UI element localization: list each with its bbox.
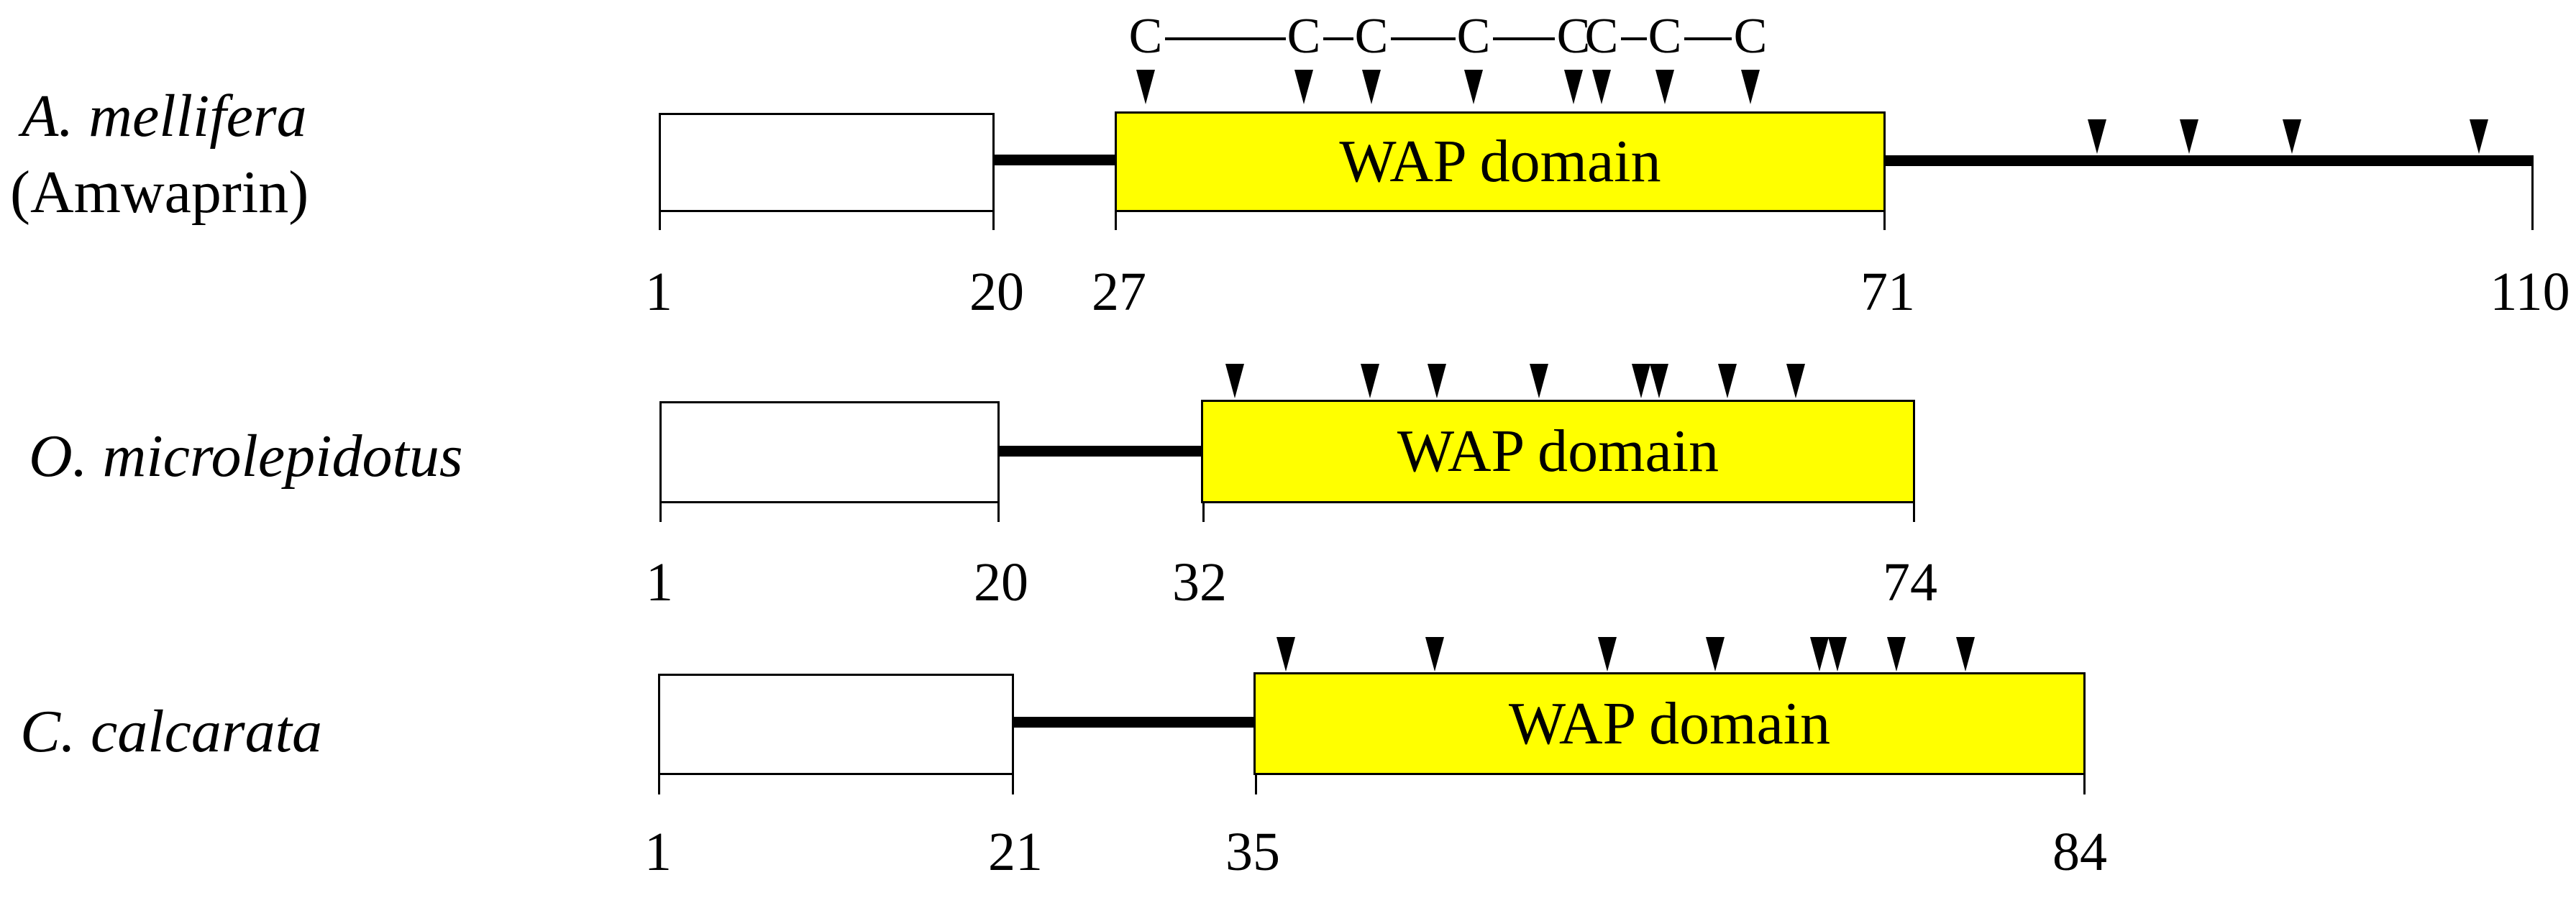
cysteine-arrow-icon — [1564, 70, 1583, 104]
cysteine-letter: C — [1354, 9, 1389, 64]
cysteine-arrow-icon — [2088, 119, 2106, 154]
position-label: 110 — [2490, 262, 2570, 322]
cysteine-arrow-icon — [1887, 637, 1906, 672]
cysteine-arrow-icon — [2180, 119, 2198, 154]
species-label: O. microlepidotus — [29, 423, 463, 490]
cysteine-arrow-icon — [1655, 70, 1674, 104]
position-label: 1 — [646, 552, 673, 613]
cysteine-arrow-icon — [1786, 364, 1805, 398]
cysteine-arrow-icon — [1294, 70, 1313, 104]
position-tick — [997, 503, 1000, 522]
wap-domain-box: WAP domain — [1253, 672, 2086, 775]
cysteine-arrow-icon — [1530, 364, 1548, 398]
linker-line — [1014, 717, 1253, 728]
wap-domain-label: WAP domain — [1339, 128, 1661, 195]
signal-peptide-box — [659, 113, 995, 212]
cysteine-letter: C — [1648, 9, 1682, 64]
position-label: 20 — [969, 262, 1024, 322]
cysteine-letter: C — [1733, 9, 1768, 64]
species-label: C. calcarata — [20, 698, 322, 765]
position-label: 35 — [1225, 822, 1280, 882]
position-label: 84 — [2052, 822, 2107, 882]
cysteine-arrow-icon — [1425, 637, 1444, 672]
position-tick — [1202, 503, 1205, 522]
cysteine-arrow-icon — [1632, 364, 1650, 398]
position-tick — [659, 212, 661, 230]
cysteine-arrow-icon — [1650, 364, 1668, 398]
cysteine-letter: C — [1128, 9, 1163, 64]
linker-line — [995, 155, 1115, 165]
disulfide-line — [1493, 37, 1555, 40]
position-label: 20 — [974, 552, 1028, 613]
cysteine-arrow-icon — [1225, 364, 1244, 398]
species-label: A. mellifera — [22, 83, 307, 150]
wap-domain-box: WAP domain — [1115, 111, 1886, 212]
position-tick — [659, 503, 662, 522]
position-tick — [992, 212, 995, 230]
position-label: 74 — [1883, 552, 1937, 613]
cysteine-arrow-icon — [1718, 364, 1737, 398]
cysteine-arrow-icon — [1362, 70, 1381, 104]
disulfide-line — [1165, 37, 1286, 40]
position-tick — [1115, 212, 1117, 230]
position-tick — [2531, 166, 2534, 230]
position-label: 21 — [988, 822, 1043, 882]
position-tick — [2083, 775, 2086, 794]
wap-domain-label: WAP domain — [1397, 418, 1719, 485]
signal-peptide-box — [659, 401, 1000, 503]
position-tick — [1913, 503, 1915, 522]
position-tick — [1012, 775, 1014, 794]
cysteine-arrow-icon — [2283, 119, 2301, 154]
cysteine-arrow-icon — [2470, 119, 2488, 154]
disulfide-line — [1684, 37, 1732, 40]
linker-line — [1000, 446, 1201, 457]
cysteine-arrow-icon — [1464, 70, 1483, 104]
position-tick — [1255, 775, 1257, 794]
cysteine-arrow-icon — [1706, 637, 1725, 672]
cysteine-arrow-icon — [1592, 70, 1611, 104]
disulfide-line — [1621, 37, 1647, 40]
position-label: 32 — [1172, 552, 1227, 613]
wap-domain-label: WAP domain — [1508, 689, 1831, 757]
position-tick — [658, 775, 660, 794]
cysteine-arrow-icon — [1810, 637, 1829, 672]
position-tick — [1883, 212, 1886, 230]
cysteine-letter: C — [1287, 9, 1321, 64]
cysteine-letter: C — [1556, 9, 1591, 64]
position-label: 1 — [644, 822, 672, 882]
cysteine-arrow-icon — [1276, 637, 1295, 672]
cysteine-arrow-icon — [1428, 364, 1446, 398]
cysteine-letter: C — [1456, 9, 1491, 64]
signal-peptide-box — [658, 674, 1014, 775]
position-label: 1 — [645, 262, 672, 322]
species-sublabel: (Amwaprin) — [10, 159, 309, 226]
position-label: 71 — [1860, 262, 1915, 322]
cysteine-arrow-icon — [1598, 637, 1617, 672]
position-label: 27 — [1092, 262, 1146, 322]
wap-domain-box: WAP domain — [1201, 400, 1915, 503]
tail-line — [1886, 155, 2534, 166]
cysteine-letter: C — [1584, 9, 1619, 64]
disulfide-line — [1323, 37, 1353, 40]
cysteine-arrow-icon — [1956, 637, 1975, 672]
disulfide-line — [1391, 37, 1456, 40]
cysteine-arrow-icon — [1136, 70, 1155, 104]
cysteine-arrow-icon — [1361, 364, 1379, 398]
cysteine-arrow-icon — [1828, 637, 1847, 672]
cysteine-arrow-icon — [1741, 70, 1760, 104]
